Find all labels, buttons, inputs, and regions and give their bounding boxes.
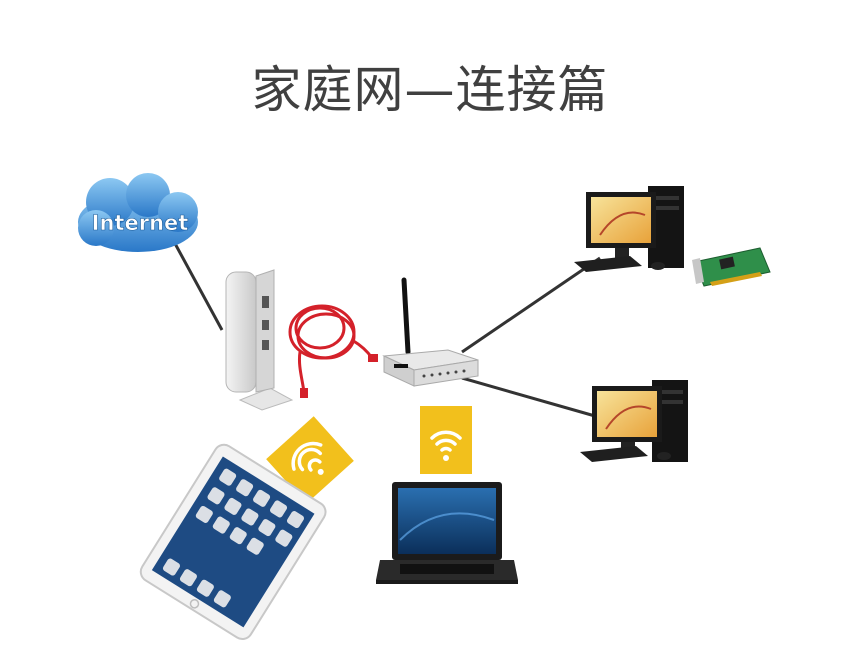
network-card-icon	[692, 247, 771, 287]
tablet-icon	[139, 443, 327, 641]
wifi-icon	[291, 441, 323, 472]
line-cloud-modem	[170, 237, 224, 331]
wifi-router-icon	[382, 277, 479, 387]
cloud-label: Internet	[92, 211, 189, 235]
wifi-badge	[420, 406, 472, 474]
cloud-icon: Internet	[78, 173, 198, 252]
laptop-icon	[376, 482, 518, 584]
desktop-computer-icon	[580, 380, 688, 462]
wifi-badge	[266, 416, 354, 504]
line-router-pc2	[461, 376, 603, 420]
wifi-icon	[430, 430, 462, 452]
line-router-pc1	[461, 256, 601, 354]
modem-icon	[225, 269, 294, 411]
desktop-computer-icon	[574, 186, 684, 272]
slide-title: 家庭网—连接篇	[251, 61, 609, 119]
connection-lines	[170, 237, 603, 420]
ethernet-cable-icon	[288, 304, 378, 398]
